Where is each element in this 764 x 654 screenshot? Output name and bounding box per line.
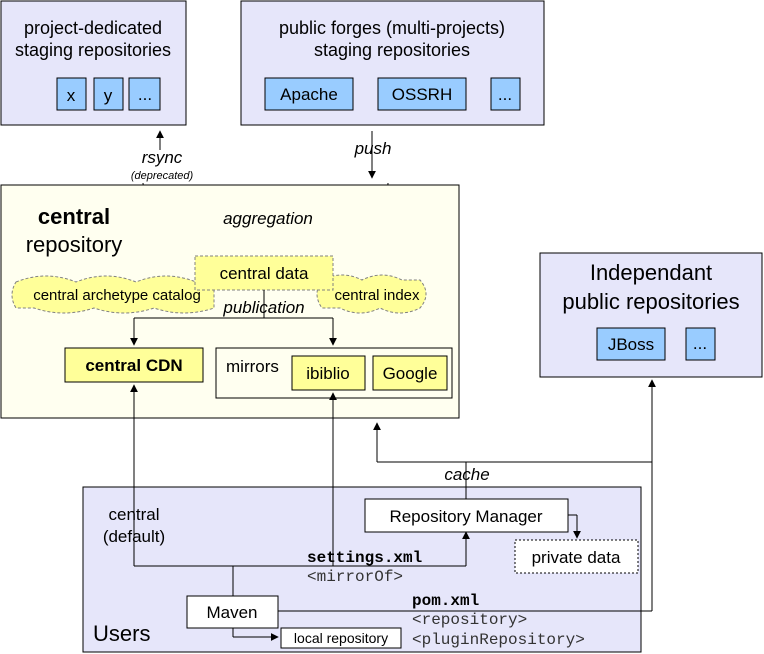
central-title-bold: central [38,204,110,229]
cache-label: cache [444,465,489,484]
central-data-label: central data [220,264,309,283]
project-staging-group: project-dedicated staging repositories x… [0,0,187,126]
pom-repository-tag: <repository> [412,611,527,629]
repository-manager-label: Repository Manager [389,507,542,526]
archetype-catalog-label: central archetype catalog [33,287,201,304]
independent-repos-group: Independant public repositories JBoss ..… [539,252,763,378]
central-data-node: central data [194,255,334,291]
local-repository-node: local repository [280,627,402,649]
push-label: push [354,139,392,158]
central-index-node: central index [316,274,427,314]
repository-manager-node: Repository Manager [364,498,569,533]
publication-edges [130,290,337,346]
mirror-google: Google [383,364,438,383]
forges-title-line1: public forges (multi-projects) [279,18,505,38]
central-cdn-label: central CDN [85,356,182,375]
rsync-label: rsync [142,148,183,167]
central-cdn-node: central CDN [64,347,204,383]
maven-node: Maven [186,595,279,629]
mirrors-group: mirrors ibiblio Google [215,347,453,399]
project-staging-title-line1: project-dedicated [24,18,162,38]
maven-label: Maven [206,603,257,622]
pom-plugin-repository-tag: <pluginRepository> [412,631,585,649]
independent-title-line2: public repositories [562,289,739,314]
local-repository-label: local repository [294,630,388,646]
aggregation-label: aggregation [223,209,313,228]
rsync-deprecated-note: (deprecated) [131,170,194,182]
staging-repo-more: ... [138,85,152,104]
forges-staging-group: public forges (multi-projects) staging r… [240,0,545,126]
central-title-rest: repository [26,232,123,257]
staging-repo-x: x [67,86,76,105]
project-staging-title-line2: staging repositories [15,40,171,60]
private-data-label: private data [532,548,621,567]
pom-xml-label: pom.xml [412,592,479,610]
mirror-ibiblio: ibiblio [306,364,349,383]
archetype-catalog-node: central archetype catalog [11,275,215,314]
staging-repo-y: y [104,86,113,105]
mirrors-label: mirrors [226,357,279,376]
forge-more: ... [498,85,512,104]
forges-title-line2: staging repositories [314,40,470,60]
independent-jboss: JBoss [608,335,654,354]
private-data-node: private data [514,539,639,574]
user-edges [130,379,656,641]
forge-ossrh: OSSRH [392,85,452,104]
independent-title-line1: Independant [590,260,712,285]
settings-mirrorof-tag: <mirrorOf> [307,568,403,586]
forge-apache: Apache [280,85,338,104]
settings-xml-label: settings.xml [307,549,422,567]
users-title: Users [93,621,150,646]
independent-more: ... [693,334,707,353]
central-index-label: central index [334,287,420,304]
